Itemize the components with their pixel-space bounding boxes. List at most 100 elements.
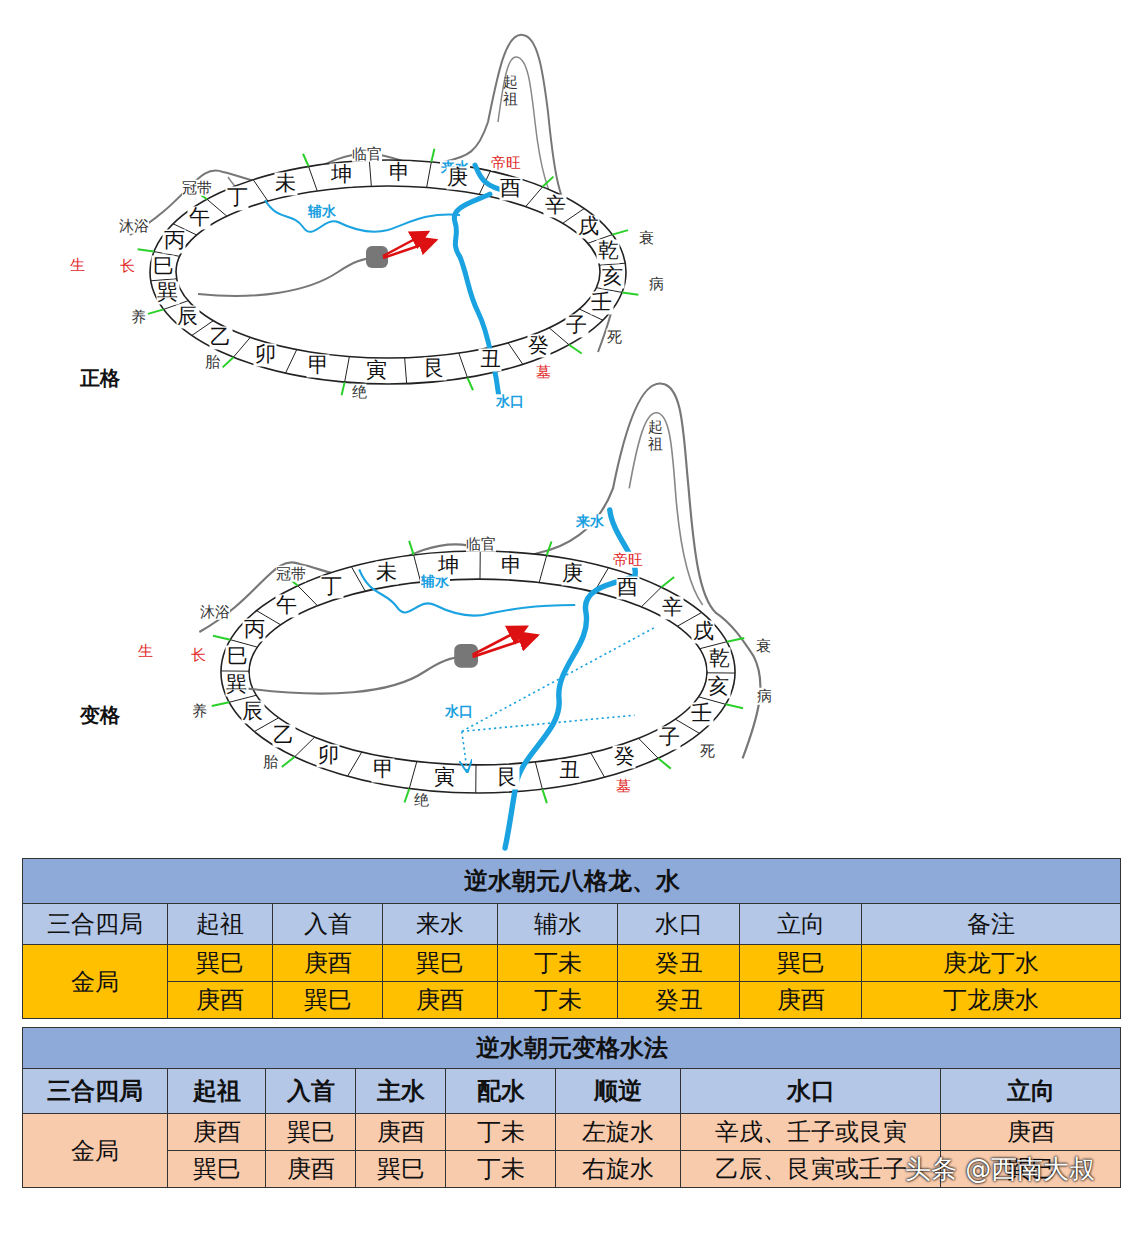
table-cell: 癸丑 [618,945,740,982]
life-stage-label: 绝 [352,384,367,401]
compass-character: 巳 [226,646,249,669]
table-cell: 金局 [23,945,168,1019]
cell-text: 丁未 [477,1118,525,1146]
compass-character: 卯 [317,745,340,768]
cell-text: 丁龙庚水 [943,986,1039,1014]
table-cell: 庚酉 [383,982,498,1019]
cell-text: 巽巳 [196,949,244,977]
life-stage-label: 冠带 [182,180,212,197]
compass-character: 丑 [479,349,502,372]
table-cell: 起祖 [168,1069,266,1114]
life-stage-label: 沐浴 [200,604,230,621]
cell-text: 立向 [777,910,825,938]
cell-text: 水口 [787,1077,835,1105]
cell-text: 丁未 [477,1155,525,1183]
life-stage-label: 帝旺 [613,551,643,568]
compass-ring [138,149,639,396]
table-cell: 丁未 [446,1114,556,1151]
table-cell: 庚龙丁水 [862,945,1121,982]
compass-character: 辰 [241,701,264,724]
life-stage-label: 墓 [616,777,631,794]
life-stage-label: 衰 [639,230,654,247]
cell-text: 癸丑 [655,986,703,1014]
life-stage-label: 养 [192,702,207,719]
cell-text: 丁未 [534,986,582,1014]
cell-text: 庚酉 [304,949,352,977]
compass-character: 申 [500,555,523,578]
cell-text: 来水 [416,910,464,938]
cell-text: 庚酉 [287,1155,335,1183]
cell-text: 庚酉 [193,1118,241,1146]
compass-character: 甲 [307,355,330,378]
table-cell: 逆水朝元八格龙、水 [23,859,1121,904]
water-label: 来水 [575,514,605,529]
table-cell: 巽巳 [168,1151,266,1188]
table-cell: 左旋水 [556,1114,681,1151]
compass-ring [212,541,745,803]
compass-character: 乾 [708,647,731,670]
cell-text: 起祖 [193,1077,241,1105]
compass-character: 戌 [692,620,715,643]
table-cell: 来水 [383,904,498,945]
cell-text: 巽巳 [304,986,352,1014]
life-stage-label: 长 [120,258,135,275]
compass-character: 乙 [209,327,232,350]
life-stage-label: 临官 [352,145,382,162]
compass-character: 寅 [433,766,456,789]
life-stage-label: 病 [757,688,772,705]
compass-character: 子 [565,314,588,337]
table-cell: 庚酉 [273,945,383,982]
life-stage-label: 胎 [263,754,278,771]
life-stage-label: 墓 [536,363,551,380]
compass-character: 丁 [226,187,249,210]
table-cell: 立向 [740,904,862,945]
compass-character: 庚 [446,166,469,189]
cell-text: 庚酉 [377,1118,425,1146]
table-cell: 配水 [446,1069,556,1114]
table-cell: 庚酉 [168,1114,266,1151]
table-cell: 巽巳 [740,945,862,982]
compass-character: 酉 [499,177,522,200]
cell-text: 庚酉 [1007,1118,1055,1146]
compass-character: 坤 [330,164,353,187]
cell-text: 辛戌、壬子或艮寅 [715,1118,907,1146]
water-label: 辅水 [307,204,337,219]
compass-character: 酉 [616,576,639,599]
cell-text: 立向 [1007,1077,1055,1105]
table-cell: 主水 [356,1069,446,1114]
compass-character: 乾 [597,240,620,263]
cell-text: 三合四局 [47,910,143,938]
compass-character: 壬 [590,291,613,314]
compass-character: 癸 [613,746,636,769]
cell-text: 巽巳 [416,949,464,977]
cell-text: 入首 [287,1077,335,1105]
water-label: 水口 [444,704,474,719]
cell-text: 癸丑 [655,949,703,977]
mountain-label: 起祖 [503,74,518,107]
life-stage-label: 死 [607,328,622,345]
diagram-title: 变格 [80,704,120,726]
cell-text: 右旋水 [582,1155,654,1183]
cell-text: 起祖 [196,910,244,938]
table-cell: 金局 [23,1114,168,1188]
table-cell: 顺逆 [556,1069,681,1114]
water-and-dragon [246,510,656,848]
compass-character: 辛 [544,194,567,217]
data-table: 逆水朝元八格龙、水三合四局起祖入首来水辅水水口立向备注金局巽巳庚酉巽巳丁未癸丑巽… [22,858,1121,1019]
compass-character: 丙 [163,230,186,253]
compass-character: 丑 [558,760,581,783]
diagram-title: 正格 [80,367,120,389]
cell-text: 主水 [377,1077,425,1105]
table-cell: 备注 [862,904,1121,945]
compass-character: 癸 [527,334,550,357]
compass-character: 卯 [254,343,277,366]
cell-text: 逆水朝元八格龙、水 [464,867,680,895]
compass-character: 戌 [577,216,600,239]
cell-text: 乙辰、艮寅或壬子 [715,1155,907,1183]
table-cell: 水口 [618,904,740,945]
compass-character: 午 [275,595,298,618]
table-cell: 辅水 [498,904,618,945]
compass-character: 丁 [320,575,343,598]
table-cell: 巽巳 [273,982,383,1019]
